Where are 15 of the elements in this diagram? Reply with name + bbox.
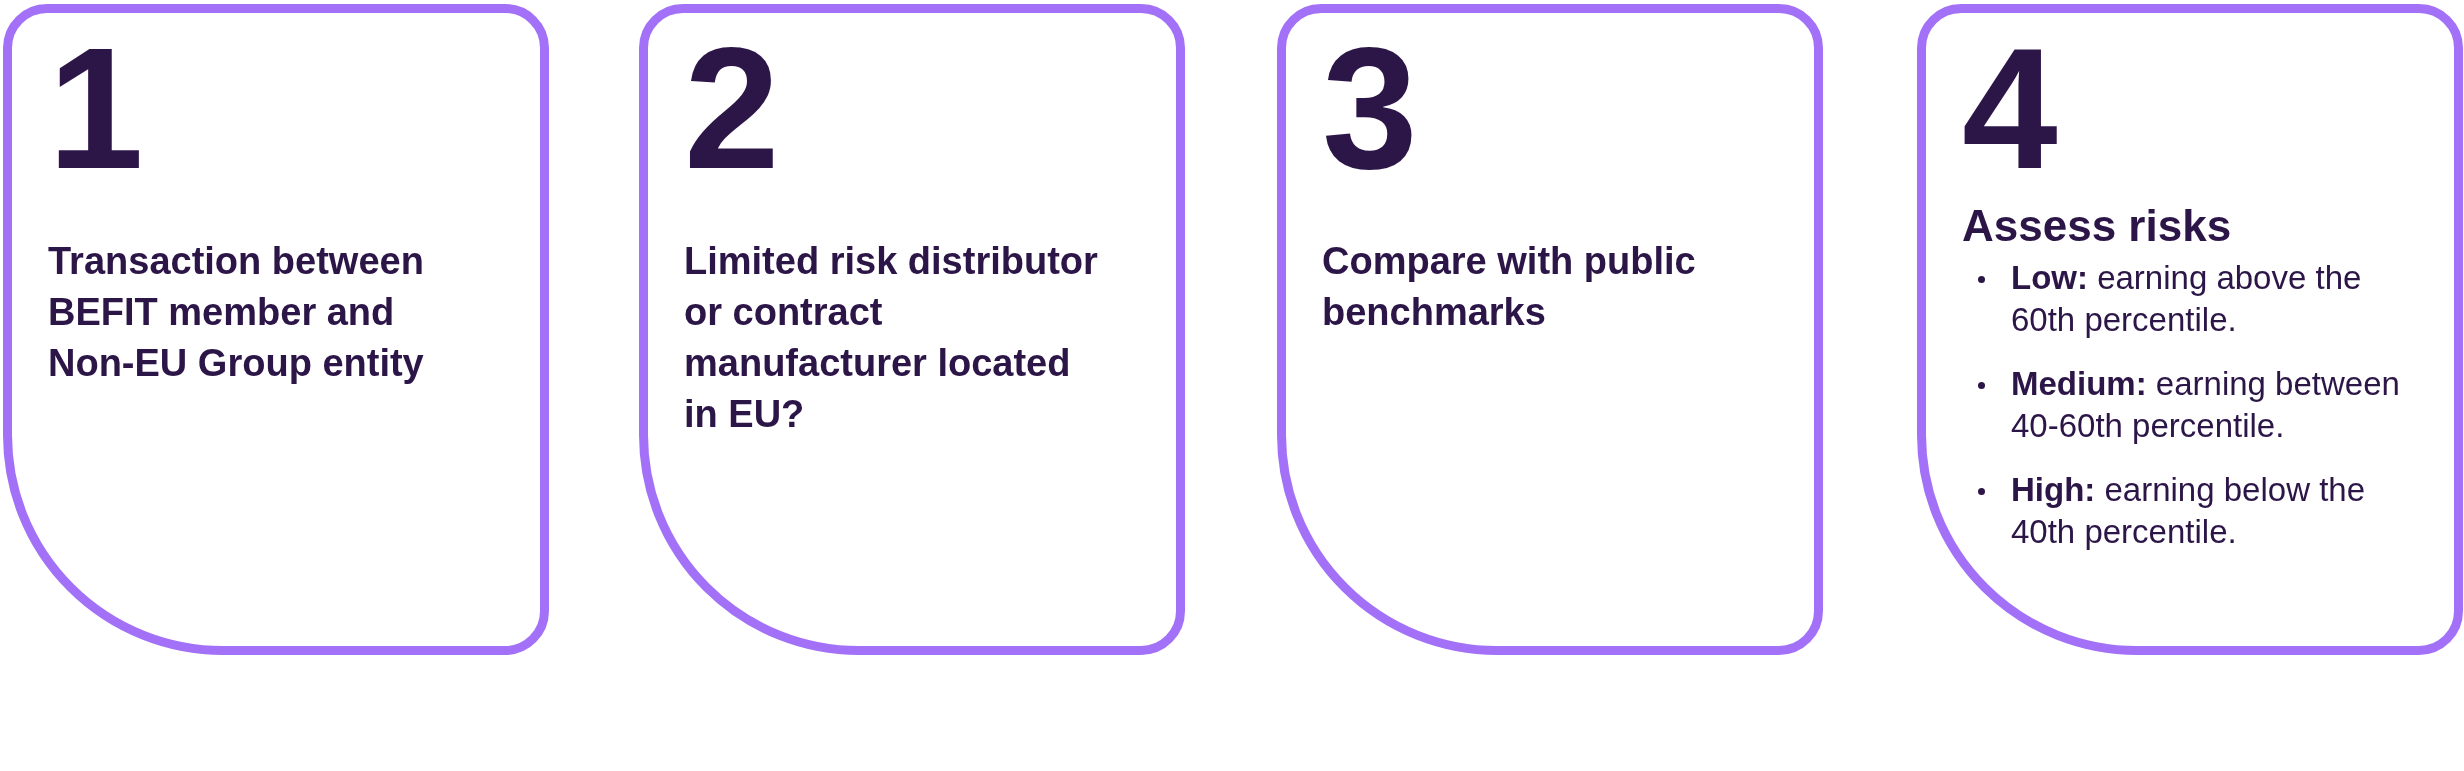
step-number: 4 <box>1962 22 2054 194</box>
risk-level-item: Medium: earning between 40-60th percentile. <box>2011 364 2401 446</box>
step-description: Limited risk distributor or contract manufacturer located in EU? <box>684 239 1099 437</box>
step-description: Transaction between BEFIT member and Non-EU Group entity <box>48 239 425 386</box>
risk-level-item: High: earning below the 40th percentile. <box>2011 470 2366 552</box>
step-card <box>639 4 1185 655</box>
step-number: 2 <box>684 22 776 194</box>
step-card <box>1917 4 2463 655</box>
step-number: 1 <box>48 22 140 194</box>
step-heading: Assess risks <box>1962 200 2232 252</box>
step-description: Compare with public benchmarks <box>1322 239 1697 335</box>
step-card <box>1277 4 1823 655</box>
step-number: 3 <box>1322 22 1414 194</box>
risk-level-item: Low: earning above the 60th percentile. <box>2011 258 2363 340</box>
step-card <box>3 4 549 655</box>
